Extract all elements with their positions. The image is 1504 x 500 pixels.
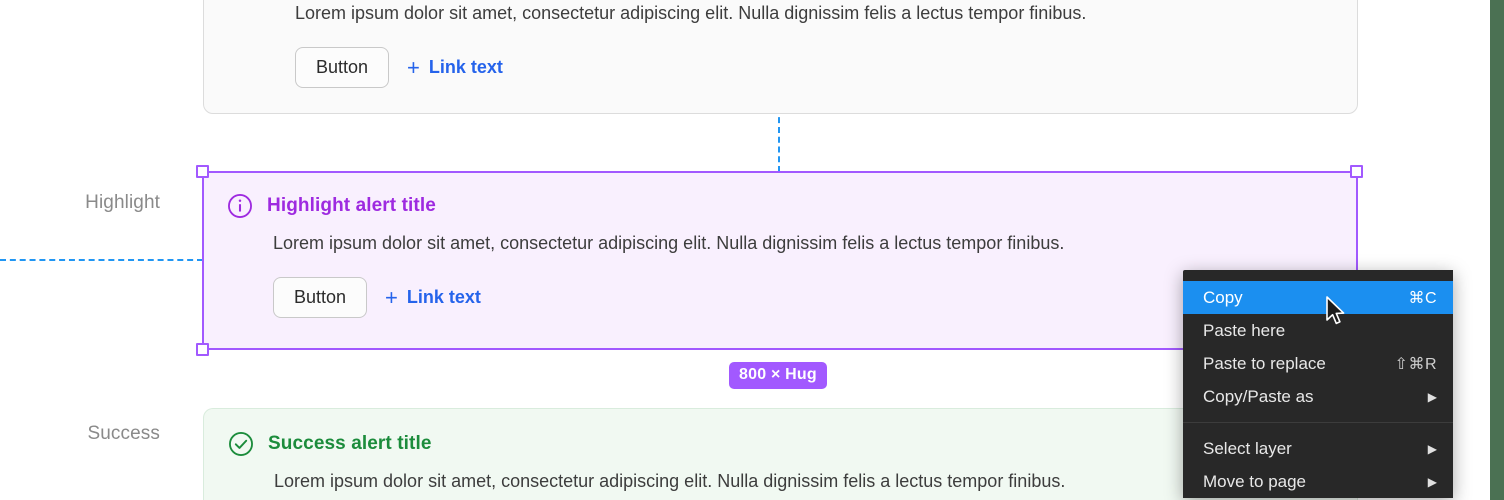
context-menu-item-paste-here[interactable]: Paste here [1183,314,1453,347]
context-menu-item-move-to-page[interactable]: Move to page ▶ [1183,465,1453,498]
check-circle-icon [229,432,253,456]
context-menu-separator [1183,422,1453,423]
alert-inner: Lorem ipsum dolor sit amet, consectetur … [204,0,1357,110]
alert-body-text: Lorem ipsum dolor sit amet, consectetur … [274,471,1066,491]
context-menu-item-shortcut: ⇧⌘R [1394,355,1437,373]
alert-link-label: Link text [428,57,503,78]
submenu-arrow-icon: ▶ [1427,389,1437,404]
context-menu-item-label: Paste to replace [1203,353,1326,373]
size-badge: 800 × Hug [729,362,827,389]
alert-link-label: Link text [406,287,481,308]
context-menu-item-shortcut: ⌘C [1408,289,1437,307]
alert-header: Highlight alert title [227,193,1334,219]
submenu-arrow-icon: ▶ [1427,474,1437,489]
horizontal-guide [0,259,203,261]
submenu-arrow-icon: ▶ [1427,441,1437,456]
canvas-right-band [1490,0,1504,500]
alert-card-success[interactable]: Success alert title Lorem ipsum dolor si… [203,408,1358,500]
context-menu-item-label: Copy/Paste as [1203,386,1314,406]
alert-inner: Success alert title Lorem ipsum dolor si… [204,409,1357,500]
alert-button[interactable]: Button [273,277,368,318]
context-menu-item-paste-to-replace[interactable]: Paste to replace ⇧⌘R [1183,347,1453,380]
context-menu-item-copy-paste-as[interactable]: Copy/Paste as ▶ [1183,380,1453,413]
alert-card-neutral[interactable]: Lorem ipsum dolor sit amet, consectetur … [203,0,1358,114]
alert-actions: Button + Link text [295,47,1333,88]
context-menu-item-label: Select layer [1203,438,1292,458]
alert-title: Highlight alert title [267,195,436,216]
selection-handle-bottom-left[interactable] [196,343,209,356]
selection-handle-top-right[interactable] [1350,165,1363,178]
alert-link[interactable]: + Link text [385,284,481,310]
info-circle-icon [228,194,252,218]
alert-title: Success alert title [268,433,432,454]
alert-body-text: Lorem ipsum dolor sit amet, consectetur … [273,233,1065,253]
alert-actions: Button + Link text [273,277,1334,318]
alert-body-text: Lorem ipsum dolor sit amet, consectetur … [295,3,1087,23]
plus-icon: + [385,284,398,310]
plus-icon: + [407,54,420,80]
context-menu-item-label: Move to page [1203,471,1307,491]
alert-header: Success alert title [228,431,1333,457]
row-label-highlight: Highlight [85,192,160,213]
context-menu-item-copy[interactable]: Copy ⌘C [1183,281,1453,314]
alert-button[interactable]: Button [295,47,390,88]
selection-handle-top-left[interactable] [196,165,209,178]
context-menu-item-label: Paste here [1203,320,1286,340]
alert-link[interactable]: + Link text [407,54,503,80]
context-menu-item-select-layer[interactable]: Select layer ▶ [1183,432,1453,465]
row-label-success: Success [87,423,160,444]
alert-inner: Highlight alert title Lorem ipsum dolor … [203,171,1358,340]
alert-card-highlight[interactable]: Highlight alert title Lorem ipsum dolor … [203,171,1358,349]
context-menu-item-label: Copy [1203,287,1243,307]
